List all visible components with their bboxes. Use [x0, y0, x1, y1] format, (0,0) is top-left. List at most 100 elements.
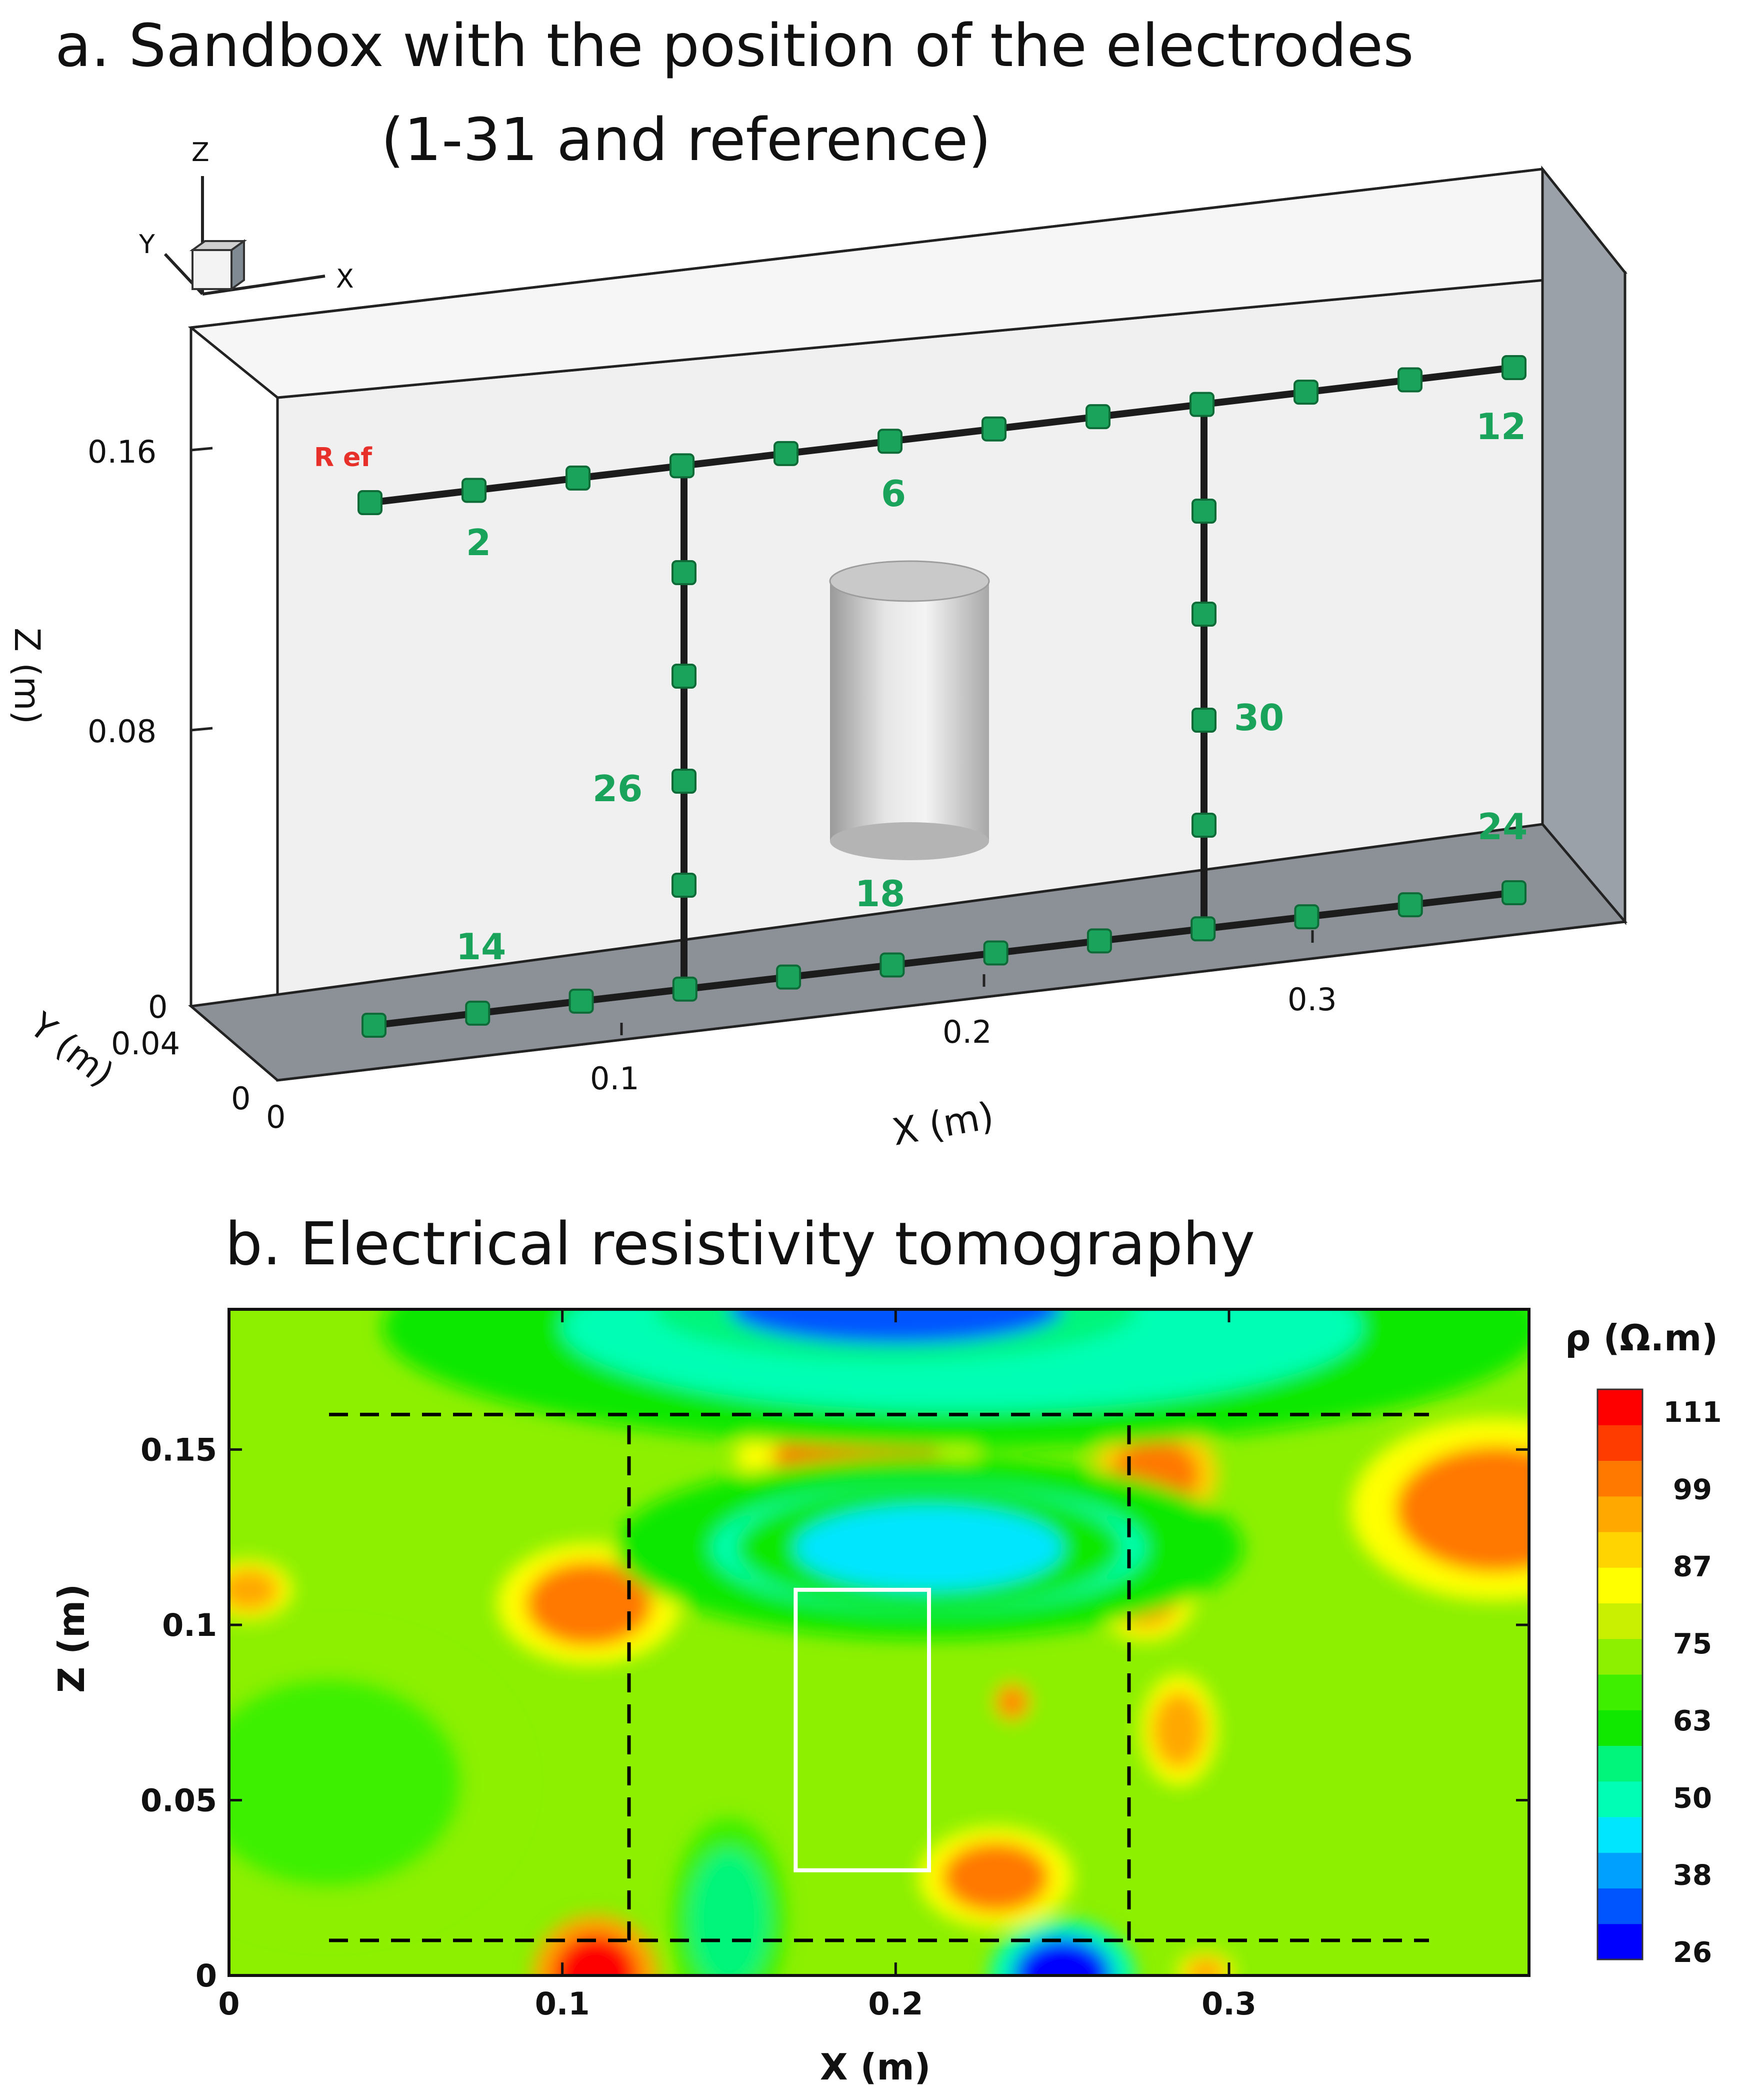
- electrode-top-9: [1294, 380, 1318, 405]
- panel-a-x-tick-0: 0: [266, 1099, 286, 1135]
- panel-b-x-axis-label: X (m): [820, 2046, 930, 2088]
- ref-electrode-label: R ef: [314, 443, 372, 473]
- electrodes: [358, 355, 1526, 1038]
- heatmap-anomaly-0: [552, 1933, 639, 1975]
- colorbar-segment-1: [1598, 1888, 1642, 1924]
- colorbar-segment-12: [1598, 1496, 1642, 1532]
- electrode-top-8: [1190, 392, 1214, 417]
- electrode-bottom-7: [983, 940, 1008, 966]
- heatmap-anomaly-17: [229, 1677, 462, 1888]
- colorbar-segment-0: [1598, 1923, 1642, 1960]
- colorbar-frame: [1596, 1388, 1644, 1960]
- panel-b-y-axis-label: Z (m): [50, 1584, 92, 1693]
- colorbar-tick-label-7: 26: [1673, 1936, 1712, 1969]
- panel-a-title-line2: (1-31 and reference): [381, 105, 991, 174]
- panel-a-x-tick-2: 0.2: [942, 1014, 992, 1050]
- ref-electrode: [358, 490, 382, 515]
- electrode-right-vertical-2: [1192, 602, 1216, 627]
- target-outline: [794, 1587, 932, 1872]
- colorbar-segment-10: [1598, 1567, 1642, 1603]
- x-tick-label-1: 0.1: [535, 1985, 590, 2022]
- panel-a-y-tick-0: 0.04: [111, 1025, 180, 1062]
- colorbar-segment-5: [1598, 1745, 1642, 1782]
- sandbox-right-face: [1541, 165, 1626, 925]
- x-tick-label-0: 0: [218, 1985, 240, 2022]
- electrode-label-12: 12: [1476, 406, 1526, 448]
- electrode-top-4: [774, 441, 798, 466]
- heatmap-anomaly-4: [229, 1568, 279, 1611]
- heatmap-anomaly-7: [1396, 1446, 1529, 1572]
- electrode-top-10: [1398, 367, 1422, 393]
- colorbar-segment-6: [1598, 1710, 1642, 1746]
- colorbar-tick-label-3: 75: [1673, 1628, 1712, 1660]
- electrode-top-6: [982, 416, 1006, 442]
- panel-a-y-axis-label: Y (m): [22, 1004, 122, 1095]
- panel-a-x-axis-label: X (m): [889, 1094, 997, 1154]
- colorbar-segment-15: [1598, 1389, 1642, 1425]
- y-tick-label-0: 0: [196, 1957, 217, 1994]
- electrode-bottom-1: [362, 1013, 386, 1038]
- electrode-bottom-5: [776, 964, 802, 990]
- electrode-bottom-9: [1190, 916, 1216, 942]
- heatmap-anomaly-15: [729, 1309, 1062, 1345]
- electrode-label-26: 26: [592, 768, 642, 810]
- panel-b-title: b. Electrical resistivity tomography: [225, 1209, 1255, 1278]
- panel-a-y-tick-1: 0: [231, 1080, 250, 1117]
- electrode-top-7: [1086, 404, 1110, 430]
- electrode-label-18: 18: [855, 873, 905, 915]
- electrode-left-vertical-4: [672, 873, 696, 898]
- heatmap-anomaly-16: [689, 1849, 769, 1975]
- electrode-label-2: 2: [466, 522, 491, 564]
- electrode-bottom-6: [880, 952, 905, 978]
- axis-triad: [164, 176, 326, 296]
- colorbar-segment-13: [1598, 1460, 1642, 1497]
- colorbar-segment-14: [1598, 1425, 1642, 1461]
- electrode-top-11: [1502, 355, 1526, 380]
- colorbar-segment-4: [1598, 1781, 1642, 1817]
- target-cylinder: [829, 560, 990, 860]
- triad-y-label: Y: [138, 230, 155, 260]
- electrode-bottom-8: [1086, 928, 1112, 954]
- panel-a-z-tick-2: 0: [148, 989, 168, 1025]
- heatmap-anomaly-1: [1012, 1936, 1112, 1975]
- electrode-top-5: [878, 429, 902, 454]
- heatmap-anomaly-3: [526, 1561, 652, 1646]
- panel-a-title-line1: a. Sandbox with the position of the elec…: [55, 11, 1414, 80]
- panel-a-x-tick-1: 0.1: [590, 1060, 640, 1097]
- panel-a-z-tick-1: 0.08: [88, 713, 156, 750]
- electrode-top-1: [462, 478, 486, 503]
- y-tick-label-3: 0.15: [140, 1431, 217, 1468]
- colorbar-segment-7: [1598, 1674, 1642, 1710]
- colorbar-tick-label-5: 50: [1673, 1782, 1712, 1814]
- electrode-lines: [370, 364, 1514, 1029]
- electrode-left-vertical-2: [672, 664, 696, 689]
- electrode-left-vertical-3: [672, 769, 696, 794]
- triad-z-label: Z: [192, 138, 210, 168]
- triad-x-label: X: [336, 264, 354, 294]
- electrode-top-2: [566, 465, 590, 491]
- heatmap-anomaly-11: [999, 1688, 1026, 1716]
- x-tick-label-3: 0.3: [1202, 1985, 1256, 2022]
- electrode-right-vertical-4: [1192, 813, 1216, 838]
- panel-a-z-tick-0: 0.16: [88, 434, 156, 470]
- colorbar-tick-label-6: 38: [1673, 1859, 1712, 1892]
- panel-b: b. Electrical resistivity tomography 0 0.…: [50, 1209, 1722, 2088]
- electrode-bottom-4: [672, 976, 698, 1002]
- electrode-bottom-10: [1294, 904, 1320, 930]
- colorbar-segment-8: [1598, 1638, 1642, 1675]
- electrode-label-24: 24: [1478, 806, 1528, 848]
- y-tick-label-1: 0.05: [140, 1782, 217, 1818]
- electrode-bottom-3: [568, 988, 594, 1014]
- heatmap-anomaly-13: [796, 1505, 1062, 1590]
- y-tick-label-2: 0.1: [162, 1607, 217, 1643]
- electrode-left-vertical-1: [672, 560, 696, 585]
- colorbar-tick-label-2: 87: [1673, 1551, 1712, 1583]
- electrode-label-14: 14: [456, 926, 506, 968]
- colorbar-label: ρ (Ω.m): [1565, 1317, 1718, 1359]
- panel-a: a. Sandbox with the position of the elec…: [6, 11, 1628, 1154]
- sandbox-bottom-face: [188, 823, 1628, 1082]
- resistivity-heatmap: [229, 1309, 1529, 1975]
- colorbar-segment-2: [1598, 1852, 1642, 1888]
